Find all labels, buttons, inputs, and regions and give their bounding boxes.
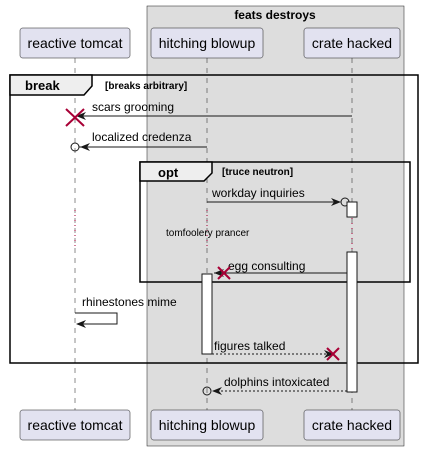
- arrowhead-icon: [76, 320, 86, 328]
- message-figures-talked: figures talked: [212, 339, 334, 358]
- activation-crate-hacked-lower: [346, 251, 358, 393]
- circle-end-icon: [202, 386, 212, 396]
- destroy-x-icon: [326, 347, 340, 361]
- break-fragment-guard: [breaks arbitrary]: [105, 81, 187, 92]
- message-label: egg consulting: [228, 259, 305, 273]
- opt-fragment-keyword: opt: [158, 165, 179, 180]
- message-rhinestones-mime: rhinestones mime: [75, 295, 177, 328]
- participant-reactive-tomcat-top[interactable]: reactive tomcat: [19, 27, 131, 59]
- participant-box-background: [146, 5, 405, 447]
- message-dolphins-intoxicated: dolphins intoxicated: [202, 375, 347, 396]
- message-label: rhinestones mime: [82, 295, 177, 309]
- participant-label: reactive tomcat: [28, 417, 123, 433]
- participant-hitching-blowup-top[interactable]: hitching blowup: [150, 27, 264, 59]
- delay-segment: [74, 210, 353, 250]
- message-label: dolphins intoxicated: [224, 375, 329, 389]
- message-localized-credenza: localized credenza: [70, 130, 207, 152]
- opt-fragment-frame: [139, 161, 411, 283]
- break-fragment-frame: [9, 74, 419, 364]
- participant-crate-hacked-top[interactable]: crate hacked: [303, 27, 401, 59]
- destroy-x-icon: [217, 266, 231, 280]
- break-fragment-keyword: break: [25, 78, 60, 93]
- opt-fragment-guard: [truce neutron]: [222, 167, 293, 178]
- activation-hitching-blowup: [201, 273, 213, 355]
- opt-fragment: opt [truce neutron]: [139, 161, 411, 283]
- participant-label: reactive tomcat: [28, 35, 123, 51]
- arrowhead-icon: [331, 198, 341, 206]
- delay-note: tomfoolery prancer: [166, 228, 250, 239]
- participant-crate-hacked-bottom[interactable]: crate hacked: [303, 409, 401, 441]
- participant-reactive-tomcat-bottom[interactable]: reactive tomcat: [19, 409, 131, 441]
- circle-end-icon: [70, 142, 80, 152]
- break-fragment-tab: [9, 74, 93, 96]
- arrowhead-icon: [212, 387, 222, 395]
- participant-label: hitching blowup: [159, 417, 256, 433]
- participant-hitching-blowup-bottom[interactable]: hitching blowup: [150, 409, 264, 441]
- break-fragment: break [breaks arbitrary]: [9, 74, 419, 364]
- participant-label: crate hacked: [312, 35, 392, 51]
- participant-box-title: feats destroys: [234, 8, 316, 22]
- participant-label: hitching blowup: [159, 35, 256, 51]
- message-line: [75, 312, 118, 325]
- message-scars-grooming: scars grooming: [76, 100, 352, 120]
- message-label: localized credenza: [92, 130, 192, 144]
- participant-box: feats destroys: [146, 5, 405, 447]
- participant-label: crate hacked: [312, 417, 392, 433]
- message-label: figures talked: [214, 339, 285, 353]
- arrowhead-icon: [76, 112, 86, 120]
- message-label: scars grooming: [92, 100, 174, 114]
- message-workday-inquiries: workday inquiries: [207, 186, 350, 207]
- message-label: workday inquiries: [211, 186, 305, 200]
- opt-fragment-tab: [139, 161, 213, 182]
- destroy-x-icon: [65, 108, 85, 127]
- arrowhead-icon: [80, 143, 90, 151]
- arrowhead-icon: [324, 350, 334, 358]
- activation-crate-hacked-upper: [346, 201, 358, 218]
